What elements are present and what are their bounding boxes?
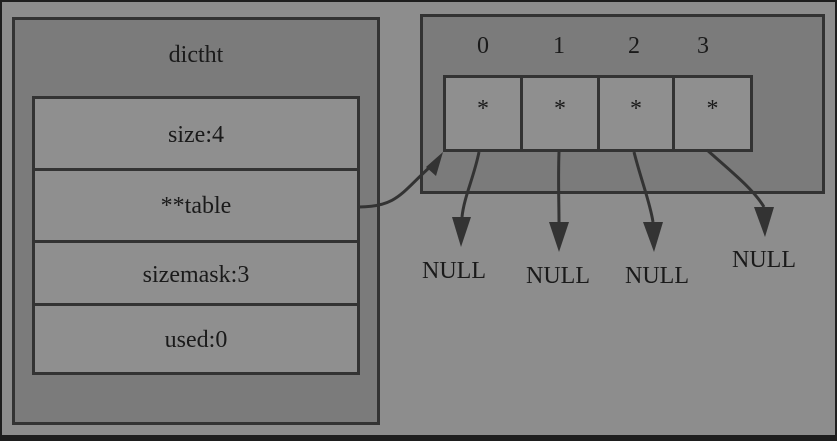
index-label-0: 0 [477,33,489,59]
arrow-layer [358,148,774,252]
arrowhead-table [426,152,443,176]
dictht-title: dictht [168,42,224,68]
arrow-table-to-array [358,165,431,209]
arrowhead-null-3 [754,207,774,237]
arrow-bucket-3-null [706,148,766,208]
null-label-2: NULL [625,263,689,289]
field-sizemask: sizemask:3 [35,243,357,306]
bucket-0: * [446,78,523,149]
index-label-3: 3 [697,33,709,59]
field-used: used:0 [164,327,228,353]
arrowhead-null-1 [549,222,569,252]
field-table: **table [35,171,357,243]
diagram-stage: dictht size:4 **table sizemask:3 used:0 … [2,2,835,435]
arrowhead-null-0 [452,217,471,247]
null-label-3: NULL [732,247,796,273]
arrow-bucket-2-null [632,151,655,223]
arrow-bucket-0-null [460,151,481,218]
index-label-2: 2 [628,33,640,59]
index-label-1: 1 [553,33,565,59]
bucket-2: * [600,78,675,149]
field-size: size:4 [35,99,357,171]
bucket-1: * [523,78,600,149]
dictht-fields: size:4 **table sizemask:3 used:0 [32,96,360,375]
bucket-array: * * * * [443,75,753,152]
null-label-0: NULL [422,258,486,284]
null-label-1: NULL [526,263,590,289]
bucket-3: * [706,96,719,122]
table-array-panel: 0 1 2 3 * * * * [420,14,825,194]
dictht-panel: dictht size:4 **table sizemask:3 used:0 [12,17,380,425]
arrowhead-null-2 [643,222,663,252]
